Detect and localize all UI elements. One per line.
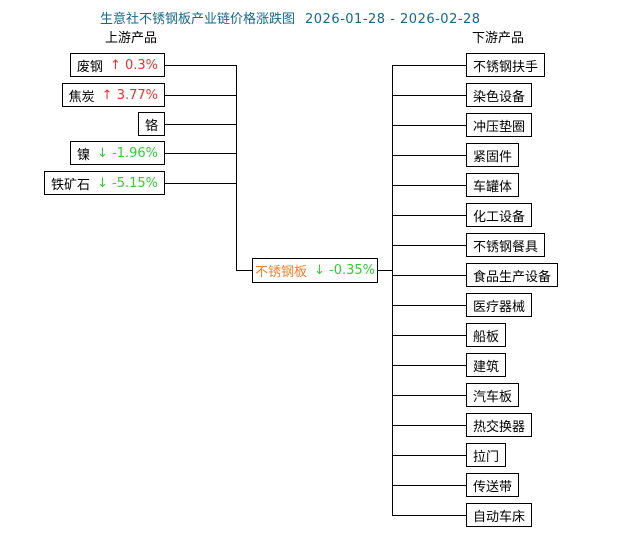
node-label: 食品生产设备 xyxy=(473,269,552,285)
node-label: 染色设备 xyxy=(473,89,526,105)
center-node[interactable]: 不锈钢板 ↓ -0.35% xyxy=(252,258,378,283)
node-change: ↑ 0.3% xyxy=(109,57,158,73)
connector-line xyxy=(165,65,236,66)
connector-line xyxy=(392,65,466,66)
downstream-node[interactable]: 传送带 xyxy=(466,473,520,497)
node-label: 铁矿石 xyxy=(50,177,90,193)
downstream-node[interactable]: 建筑 xyxy=(466,353,507,377)
connector-line xyxy=(165,153,236,154)
connector-line xyxy=(392,155,466,156)
downstream-node[interactable]: 不锈钢餐具 xyxy=(466,233,546,257)
downstream-node[interactable]: 自动车床 xyxy=(466,503,533,527)
downstream-node[interactable]: 化工设备 xyxy=(466,203,533,227)
node-label: 汽车板 xyxy=(473,389,513,405)
node-label: 热交换器 xyxy=(473,419,526,435)
connector-line xyxy=(392,275,466,276)
node-label: 焦炭 xyxy=(68,89,95,105)
connector-line xyxy=(392,365,466,366)
node-label: 铬 xyxy=(144,118,158,134)
downstream-node[interactable]: 船板 xyxy=(466,323,507,347)
chart-title-text: 生意社不锈钢板产业链价格涨跌图 xyxy=(100,12,296,27)
chart-date-range: 2026-01-28 - 2026-02-28 xyxy=(305,12,481,27)
node-change: ↓ -1.96% xyxy=(96,145,158,161)
downstream-node[interactable]: 热交换器 xyxy=(466,413,533,437)
downstream-node[interactable]: 汽车板 xyxy=(466,383,520,407)
upstream-column-label: 上游产品 xyxy=(105,31,158,46)
node-label: 车罐体 xyxy=(473,179,513,195)
downstream-node[interactable]: 食品生产设备 xyxy=(466,263,559,287)
node-label: 拉门 xyxy=(473,449,500,465)
connector-line xyxy=(392,425,466,426)
connector-line xyxy=(165,95,236,96)
connector-line xyxy=(165,124,236,125)
node-label: 医疗器械 xyxy=(473,299,526,315)
connector-line xyxy=(392,125,466,126)
connector-line xyxy=(392,455,466,456)
node-change: ↑ 3.77% xyxy=(101,87,158,103)
node-label: 自动车床 xyxy=(473,509,526,525)
connector-line xyxy=(392,185,466,186)
node-label: 不锈钢扶手 xyxy=(473,59,539,75)
downstream-node[interactable]: 拉门 xyxy=(466,443,507,467)
node-label: 不锈钢餐具 xyxy=(473,239,539,255)
downstream-node[interactable]: 冲压垫圈 xyxy=(466,113,533,137)
downstream-node[interactable]: 紧固件 xyxy=(466,143,520,167)
upstream-trunk-line xyxy=(236,65,237,271)
node-label: 船板 xyxy=(473,329,500,345)
connector-line xyxy=(392,305,466,306)
node-label: 传送带 xyxy=(473,479,513,495)
connector-line xyxy=(165,183,236,184)
page-title: 生意社不锈钢板产业链价格涨跌图 2026-01-28 - 2026-02-28 xyxy=(100,8,481,27)
downstream-node[interactable]: 不锈钢扶手 xyxy=(466,53,546,77)
connector-line xyxy=(236,270,253,271)
downstream-node[interactable]: 车罐体 xyxy=(466,173,520,197)
connector-line xyxy=(392,335,466,336)
node-change: ↓ -0.35% xyxy=(314,263,376,278)
downstream-trunk-line xyxy=(392,65,393,516)
node-label: 冲压垫圈 xyxy=(473,119,526,135)
downstream-node[interactable]: 染色设备 xyxy=(466,83,533,107)
upstream-node[interactable]: 镍 ↓ -1.96% xyxy=(69,141,165,165)
node-change: ↓ -5.15% xyxy=(96,175,158,191)
node-label: 建筑 xyxy=(473,359,500,375)
connector-line xyxy=(392,515,466,516)
upstream-node[interactable]: 铁矿石 ↓ -5.15% xyxy=(43,171,165,195)
connector-line xyxy=(378,270,392,271)
upstream-node[interactable]: 废钢 ↑ 0.3% xyxy=(69,53,165,77)
node-label: 镍 xyxy=(76,147,90,163)
downstream-column-label: 下游产品 xyxy=(472,31,525,46)
connector-line xyxy=(392,95,466,96)
connector-line xyxy=(392,395,466,396)
upstream-node[interactable]: 焦炭 ↑ 3.77% xyxy=(61,83,165,107)
connector-line xyxy=(392,245,466,246)
node-label: 化工设备 xyxy=(473,209,526,225)
node-label: 不锈钢板 xyxy=(254,265,307,280)
connector-line xyxy=(392,215,466,216)
node-label: 废钢 xyxy=(76,59,103,75)
downstream-node[interactable]: 医疗器械 xyxy=(466,293,533,317)
upstream-node[interactable]: 铬 xyxy=(137,112,165,136)
node-label: 紧固件 xyxy=(473,149,513,165)
connector-line xyxy=(392,485,466,486)
